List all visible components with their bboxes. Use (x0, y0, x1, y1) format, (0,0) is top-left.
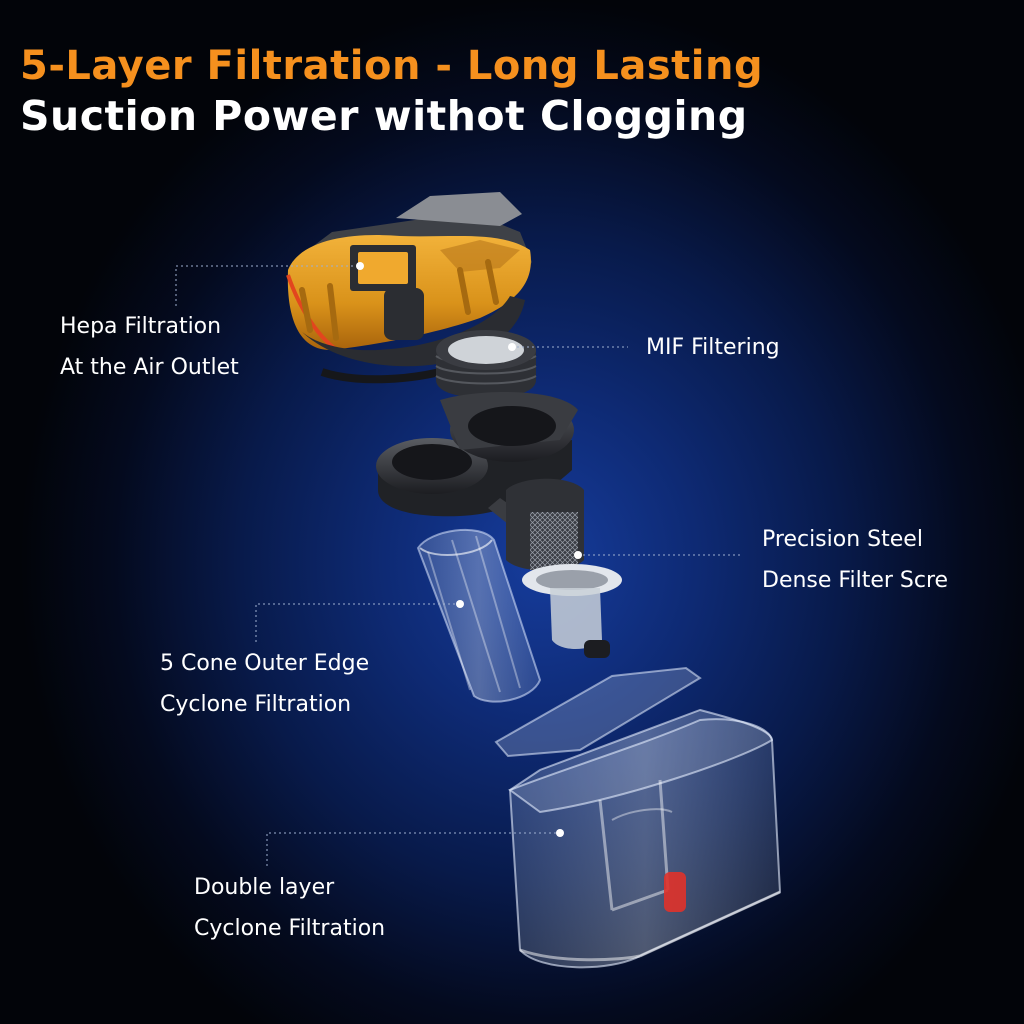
callout-steel-line1: Precision Steel (762, 527, 923, 552)
callout-steel-line2: Dense Filter Scre (762, 568, 949, 593)
clear-plate-icon (494, 666, 702, 758)
callout-double-line1: Double layer (194, 875, 335, 900)
callout-hepa-line1: Hepa Filtration (60, 314, 222, 339)
callout-double-line2: Cyclone Filtration (194, 916, 386, 941)
callout-mif-line1: MIF Filtering (646, 335, 780, 360)
mif-filter-ring-icon (435, 330, 537, 398)
headline-line-2: Suction Power withot Clogging (20, 92, 748, 140)
dot-steel (574, 551, 582, 559)
dust-bin-icon (507, 708, 782, 969)
leader-hepa (175, 265, 358, 306)
steel-mesh-filter-icon (488, 478, 622, 658)
callout-mif: MIF Filtering (646, 327, 780, 368)
callout-steel: Precision Steel Dense Filter Scre (762, 519, 948, 601)
headline-line-1: 5-Layer Filtration - Long Lasting (20, 43, 764, 89)
dot-mif (508, 343, 516, 351)
cone-cyclone-icon (416, 528, 542, 703)
callout-double: Double layer Cyclone Filtration (194, 867, 385, 949)
dot-double (556, 829, 564, 837)
callout-cone-line2: Cyclone Filtration (160, 692, 352, 717)
callout-leaders (175, 265, 740, 866)
leader-cone (255, 603, 460, 642)
leader-double (266, 832, 558, 866)
dot-cone (456, 600, 464, 608)
callout-hepa: Hepa Filtration At the Air Outlet (60, 306, 239, 388)
dot-hepa (356, 262, 364, 270)
callout-hepa-line2: At the Air Outlet (60, 355, 239, 380)
callout-dots (356, 262, 582, 837)
callout-cone: 5 Cone Outer Edge Cyclone Filtration (160, 643, 369, 725)
callout-cone-line1: 5 Cone Outer Edge (160, 651, 370, 676)
